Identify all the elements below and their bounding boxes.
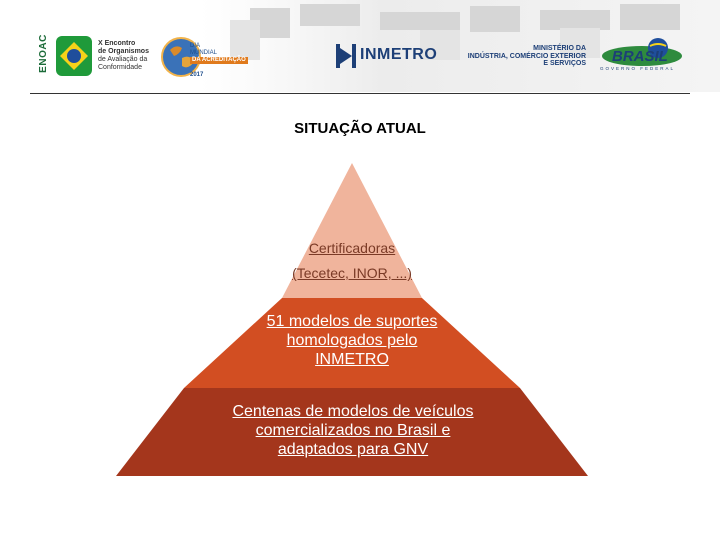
tier-middle-text: 51 modelos de suportes homologados pelo …: [222, 312, 482, 369]
tier-top-text: Certificadoras (Tecetec, INOR, ...): [262, 236, 442, 286]
tier-bottom-text: Centenas de modelos de veículos comercia…: [180, 402, 526, 459]
